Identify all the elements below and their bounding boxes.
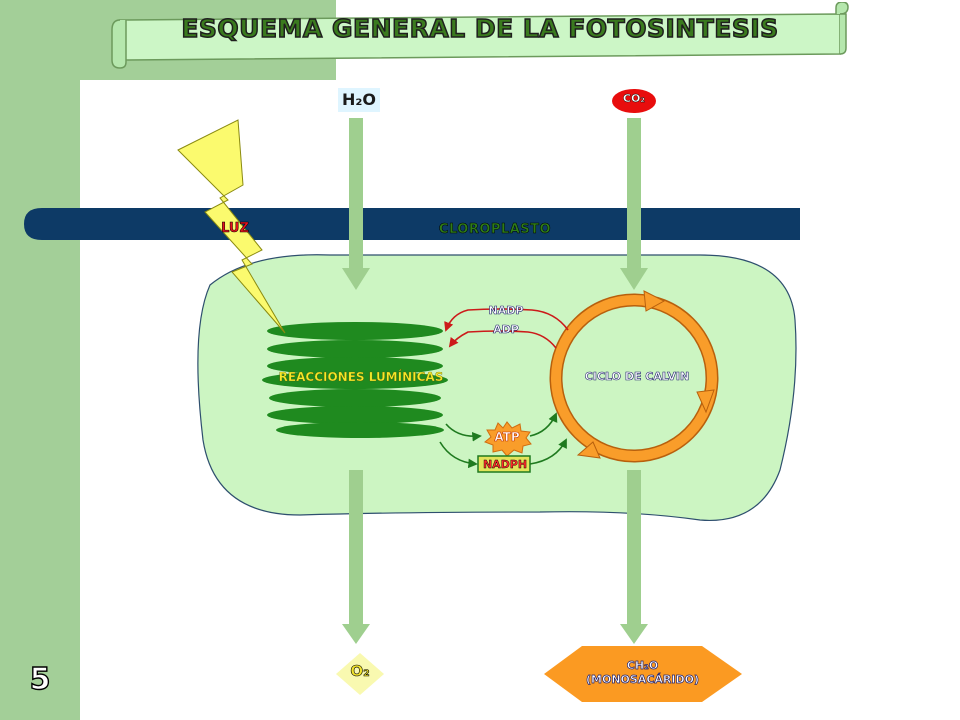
- o2-output-arrow: [342, 470, 370, 644]
- page-title: ESQUEMA GENERAL DE LA FOTOSINTESIS: [181, 13, 779, 44]
- nadp-label: NADP: [488, 304, 524, 318]
- nadph-box: [477, 455, 531, 473]
- thylakoid-stack: [262, 322, 448, 438]
- atp-out-arrow: [529, 412, 558, 437]
- reacciones-luminicas-label: REACCIONES LUMÍNICAS: [278, 370, 444, 384]
- co2-label: CO₂: [622, 92, 646, 105]
- cycle-arrows-icon: [549, 290, 719, 463]
- co2-badge: [612, 89, 656, 113]
- left-decor-band: [0, 0, 80, 720]
- adp-label: ADP: [493, 323, 519, 337]
- cloroplasto-label: CLOROPLASTO: [438, 222, 552, 238]
- luz-label: LUZ: [221, 221, 249, 237]
- slide-number: 5: [29, 661, 51, 697]
- atp-label: ATP: [494, 430, 520, 445]
- ch2o-label: CH₂O (MONOSACÁRIDO): [560, 659, 725, 687]
- ciclo-calvin-label: CICLO DE CALVIN: [584, 370, 690, 384]
- product-hexagon: [544, 646, 742, 702]
- nadph-in-arrow: [439, 441, 478, 469]
- h2o-input-arrow: [342, 118, 370, 290]
- nadph-out-arrow: [529, 438, 567, 465]
- adp-arrow: [448, 330, 557, 349]
- h2o-label: H₂O: [342, 90, 376, 109]
- atp-in-arrow: [445, 423, 482, 442]
- co2-input-arrow: [620, 118, 648, 290]
- h2o-box: [338, 88, 380, 112]
- nadph-label: NADPH: [482, 458, 528, 471]
- ch2o-formula: CH₂O: [626, 659, 659, 673]
- ch2o-output-arrow: [620, 470, 648, 644]
- nadp-arrow: [444, 308, 569, 332]
- o2-label: O₂: [350, 662, 370, 681]
- ch2o-description: (MONOSACÁRIDO): [586, 673, 700, 687]
- o2-diamond: [336, 653, 384, 695]
- scroll-banner-icon: [111, 2, 849, 69]
- lightning-bolt-icon: [177, 119, 286, 334]
